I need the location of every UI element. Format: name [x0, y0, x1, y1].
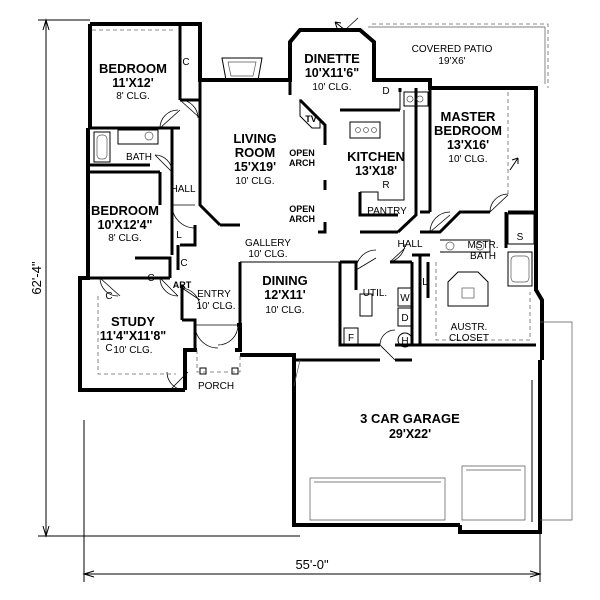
- gallery-ceiling: 10' CLG.: [248, 249, 287, 260]
- porch-name: PORCH: [198, 381, 234, 392]
- tv-label: TV: [305, 114, 317, 124]
- interior-walls: [86, 24, 536, 362]
- shower-symbol: S: [517, 232, 524, 243]
- art-niche: ART: [173, 280, 192, 290]
- open-arch-1-line-2: ARCH: [289, 158, 315, 168]
- kitchen-size: 13'X18': [355, 164, 397, 178]
- entry-name: ENTRY: [197, 289, 231, 300]
- depth-label: 62'-4": [29, 261, 44, 295]
- master-bath-name-line-2: BATH: [470, 251, 496, 262]
- garage-size: 29'X22': [389, 427, 431, 441]
- room-porch: PORCH: [198, 381, 234, 392]
- garage-doors: [309, 321, 573, 522]
- open-arch-2: OPEN ARCH: [289, 204, 315, 224]
- open-arch-1-line-1: OPEN: [289, 148, 315, 158]
- room-dinette: DINETTE 10'X11'6" 10' CLG.: [304, 51, 360, 93]
- open-arch-1: OPEN ARCH: [289, 148, 315, 168]
- living-size: 15'X19': [234, 160, 276, 174]
- study-ceiling: 10' CLG.: [113, 345, 152, 356]
- master-bath-name: MSTR.: [467, 240, 498, 251]
- dinette-name: DINETTE: [304, 51, 360, 66]
- study-name: STUDY: [111, 314, 155, 329]
- room-covered-patio: COVERED PATIO 19'X6': [412, 44, 493, 67]
- closet-symbol: C: [182, 57, 189, 68]
- gallery-name: GALLERY: [245, 238, 291, 249]
- bedroom-2-size: 11'X12': [112, 76, 153, 90]
- closet-name-line-2: CLOSET: [449, 333, 489, 344]
- room-bedroom-2: BEDROOM 11'X12' 8' CLG.: [99, 61, 167, 102]
- room-kitchen: KITCHEN 13'X18': [347, 149, 405, 178]
- closet-symbol: C: [147, 273, 154, 284]
- dinette-ceiling: 10' CLG.: [312, 82, 351, 93]
- room-utility: UTIL.: [363, 288, 387, 299]
- kitchen-name: KITCHEN: [347, 149, 405, 164]
- linen-symbol: L: [176, 230, 182, 241]
- room-gallery: GALLERY 10' CLG.: [245, 238, 291, 260]
- hall-left-name: HALL: [170, 184, 195, 195]
- room-bath: BATH: [126, 152, 152, 163]
- study-size: 11'4"X11'8": [100, 329, 167, 343]
- room-pantry: PANTRY: [367, 206, 407, 217]
- bedroom-3-ceiling: 8' CLG.: [108, 233, 142, 244]
- utility-name: UTIL.: [363, 288, 387, 299]
- dryer-symbol: D: [401, 313, 408, 324]
- closet-symbol: C: [105, 343, 112, 354]
- washer-symbol: W: [400, 293, 410, 304]
- dining-ceiling: 10' CLG.: [265, 305, 304, 316]
- room-hall-left: HALL: [170, 184, 195, 195]
- dining-size: 12'X11': [264, 288, 305, 302]
- dishwasher-symbol: D: [382, 86, 389, 97]
- covered-patio-size: 19'X6': [438, 56, 465, 67]
- dining-name: DINING: [262, 273, 308, 288]
- water-heater-symbol: H: [401, 336, 408, 347]
- tv-niche: TV: [305, 114, 317, 124]
- room-dining: DINING 12'X11' 10' CLG.: [262, 273, 308, 316]
- master-name: MASTER: [441, 109, 497, 124]
- open-arch-2-line-1: OPEN: [289, 204, 315, 214]
- art-label: ART: [173, 280, 192, 290]
- width-dimension: 55'-0": [82, 420, 542, 582]
- bath-name: BATH: [126, 152, 152, 163]
- room-garage: 3 CAR GARAGE 29'X22': [360, 411, 460, 441]
- covered-patio-outline: [368, 23, 549, 88]
- dinette-size: 10'X11'6": [305, 66, 359, 80]
- master-size: 13'X16': [447, 138, 489, 152]
- refrigerator-symbol: R: [382, 180, 389, 191]
- master-name-line-2: BEDROOM: [434, 123, 502, 138]
- hall-right-name: HALL: [397, 239, 422, 250]
- living-name: LIVING: [233, 131, 276, 146]
- bedroom-3-name: BEDROOM: [91, 203, 159, 218]
- width-label: 55'-0": [295, 557, 329, 572]
- linen-symbol: L: [422, 277, 428, 288]
- pantry-name: PANTRY: [367, 206, 407, 217]
- bedroom-2-name: BEDROOM: [99, 61, 167, 76]
- bedroom-3-size: 10'X12'4": [98, 218, 153, 232]
- fixtures: [92, 21, 535, 387]
- room-hall-right: HALL: [397, 239, 422, 250]
- room-closet: AUSTR. CLOSET: [449, 322, 489, 344]
- garage-name: 3 CAR GARAGE: [360, 411, 460, 426]
- room-master-bath: MSTR. BATH: [467, 240, 498, 262]
- entry-ceiling: 10' CLG.: [196, 301, 235, 312]
- depth-dimension: 62'-4": [29, 18, 300, 538]
- furnace-symbol: F: [348, 333, 354, 344]
- room-bedroom-3: BEDROOM 10'X12'4" 8' CLG.: [91, 203, 159, 244]
- room-study: STUDY 11'4"X11'8" 10' CLG.: [100, 314, 167, 356]
- covered-patio-name: COVERED PATIO: [412, 44, 493, 55]
- room-entry: ENTRY 10' CLG.: [196, 289, 235, 312]
- closet-name: AUSTR.: [451, 322, 488, 333]
- bedroom-2-ceiling: 8' CLG.: [116, 91, 150, 102]
- living-ceiling: 10' CLG.: [235, 176, 274, 187]
- living-name-line-2: ROOM: [235, 145, 275, 160]
- closet-symbol: C: [180, 258, 187, 269]
- room-master-bedroom: MASTER BEDROOM 13'X16' 10' CLG.: [434, 109, 502, 165]
- symbol-letters: C C C C C L L D R W D H S F: [105, 57, 523, 354]
- room-living: LIVING ROOM 15'X19' 10' CLG.: [233, 131, 276, 187]
- master-ceiling: 10' CLG.: [448, 154, 487, 165]
- closet-symbol: C: [105, 291, 112, 302]
- open-arch-2-line-2: ARCH: [289, 214, 315, 224]
